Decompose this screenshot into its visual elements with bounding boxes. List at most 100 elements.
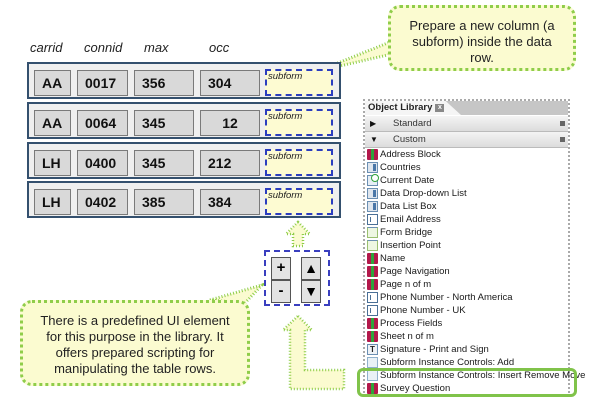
fragment-icon xyxy=(367,227,378,238)
table-row[interactable]: LH 0402 385 384 subform xyxy=(27,181,341,218)
cell-occ[interactable]: 304 xyxy=(200,70,260,96)
gift-icon xyxy=(367,318,378,329)
item-label: Name xyxy=(380,253,406,264)
cell-connid[interactable]: 0400 xyxy=(77,150,128,176)
group-menu-icon[interactable] xyxy=(560,121,565,126)
item-label: Data Drop-down List xyxy=(380,188,467,199)
list-icon xyxy=(367,162,378,173)
field-icon xyxy=(367,214,378,225)
subform-placeholder[interactable]: subform xyxy=(265,69,333,96)
column-header-max: max xyxy=(144,40,169,55)
cell-carrid[interactable]: LH xyxy=(34,150,71,176)
callout-prepare-subform: Prepare a new column (a subform) inside … xyxy=(388,5,576,71)
gift-icon xyxy=(367,266,378,277)
library-item[interactable]: Data List Box xyxy=(365,200,568,213)
library-item[interactable]: Phone Number - UK xyxy=(365,304,568,317)
library-item[interactable]: Data Drop-down List xyxy=(365,187,568,200)
callout-predefined-element: There is a predefined UI element for thi… xyxy=(20,300,250,386)
group-menu-icon[interactable] xyxy=(560,137,565,142)
table-row[interactable]: AA 0017 356 304 subform xyxy=(27,62,341,99)
cell-max[interactable]: 345 xyxy=(134,110,194,136)
cell-occ[interactable]: 212 xyxy=(200,150,260,176)
gift-icon xyxy=(367,253,378,264)
field-icon xyxy=(367,305,378,316)
table-row[interactable]: AA 0064 345 12 subform xyxy=(27,102,341,139)
item-label: Data List Box xyxy=(380,201,437,212)
custom-object-list: Address Block Countries Current Date Dat… xyxy=(365,148,585,395)
expand-arrow-icon[interactable]: ▶ xyxy=(370,119,377,128)
group-custom[interactable]: ▼ Custom xyxy=(365,132,568,148)
collapse-arrow-icon[interactable]: ▼ xyxy=(370,135,378,144)
item-label: Page n of m xyxy=(380,279,432,290)
column-header-connid: connid xyxy=(84,40,123,55)
item-label: Phone Number - UK xyxy=(380,305,466,316)
subform-instance-controls: + - ▲ ▼ xyxy=(264,250,330,306)
cell-connid[interactable]: 0017 xyxy=(77,70,128,96)
subform-icon xyxy=(367,357,378,368)
library-item[interactable]: Current Date xyxy=(365,174,568,187)
item-label: Address Block xyxy=(380,149,441,160)
cell-connid[interactable]: 0402 xyxy=(77,189,128,215)
cell-occ[interactable]: 12 xyxy=(200,110,260,136)
table-row[interactable]: LH 0400 345 212 subform xyxy=(27,142,341,179)
item-label: Page Navigation xyxy=(380,266,450,277)
cell-carrid[interactable]: LH xyxy=(34,189,71,215)
item-label: Insertion Point xyxy=(380,240,441,251)
fragment-icon xyxy=(367,240,378,251)
gift-icon xyxy=(367,279,378,290)
library-item[interactable]: Phone Number - North America xyxy=(365,291,568,304)
cell-max[interactable]: 345 xyxy=(134,150,194,176)
item-label: Email Address xyxy=(380,214,441,225)
item-label: Phone Number - North America xyxy=(380,292,513,303)
library-item[interactable]: Email Address xyxy=(365,213,568,226)
cell-connid[interactable]: 0064 xyxy=(77,110,128,136)
list-icon xyxy=(367,188,378,199)
close-icon[interactable]: x xyxy=(435,104,445,112)
item-label: Subform Instance Controls: Insert Remove… xyxy=(380,370,586,381)
subform-placeholder[interactable]: subform xyxy=(265,188,333,215)
library-item[interactable]: Insertion Point xyxy=(365,239,568,252)
remove-instance-button[interactable]: - xyxy=(271,280,291,303)
library-item[interactable]: Page n of m xyxy=(365,278,568,291)
library-item[interactable]: Page Navigation xyxy=(365,265,568,278)
item-label: Process Fields xyxy=(380,318,443,329)
library-item[interactable]: Form Bridge xyxy=(365,226,568,239)
gift-icon xyxy=(367,383,378,394)
group-standard[interactable]: ▶ Standard xyxy=(365,116,568,132)
group-label: Custom xyxy=(393,134,426,145)
column-header-occ: occ xyxy=(209,40,230,55)
item-label: Subform Instance Controls: Add xyxy=(380,357,515,368)
library-item-highlighted[interactable]: Survey Question xyxy=(365,382,568,395)
add-instance-button[interactable]: + xyxy=(271,257,291,280)
up-arrow-to-table xyxy=(282,220,314,248)
item-label: Signature - Print and Sign xyxy=(380,344,489,355)
library-item[interactable]: Sheet n of m xyxy=(365,330,568,343)
cell-max[interactable]: 356 xyxy=(134,70,194,96)
library-item-highlighted[interactable]: Subform Instance Controls: Insert Remove… xyxy=(365,369,585,382)
library-item[interactable]: Countries xyxy=(365,161,568,174)
library-item[interactable]: Name xyxy=(365,252,568,265)
library-item[interactable]: Subform Instance Controls: Add xyxy=(365,356,568,369)
cell-carrid[interactable]: AA xyxy=(34,70,71,96)
move-down-button[interactable]: ▼ xyxy=(301,280,321,303)
subform-placeholder[interactable]: subform xyxy=(265,109,333,136)
item-label: Sheet n of m xyxy=(380,331,434,342)
item-label: Form Bridge xyxy=(380,227,433,238)
date-icon xyxy=(367,174,379,186)
list-icon xyxy=(367,201,378,212)
cell-max[interactable]: 385 xyxy=(134,189,194,215)
item-label: Current Date xyxy=(380,175,435,186)
cell-occ[interactable]: 384 xyxy=(200,189,260,215)
library-item[interactable]: Process Fields xyxy=(365,317,568,330)
subform-icon xyxy=(367,370,378,381)
subform-placeholder[interactable]: subform xyxy=(265,149,333,176)
gift-icon xyxy=(367,149,378,160)
move-up-button[interactable]: ▲ xyxy=(301,257,321,280)
group-label: Standard xyxy=(393,118,432,129)
cell-carrid[interactable]: AA xyxy=(34,110,71,136)
library-item[interactable]: Address Block xyxy=(365,148,568,161)
